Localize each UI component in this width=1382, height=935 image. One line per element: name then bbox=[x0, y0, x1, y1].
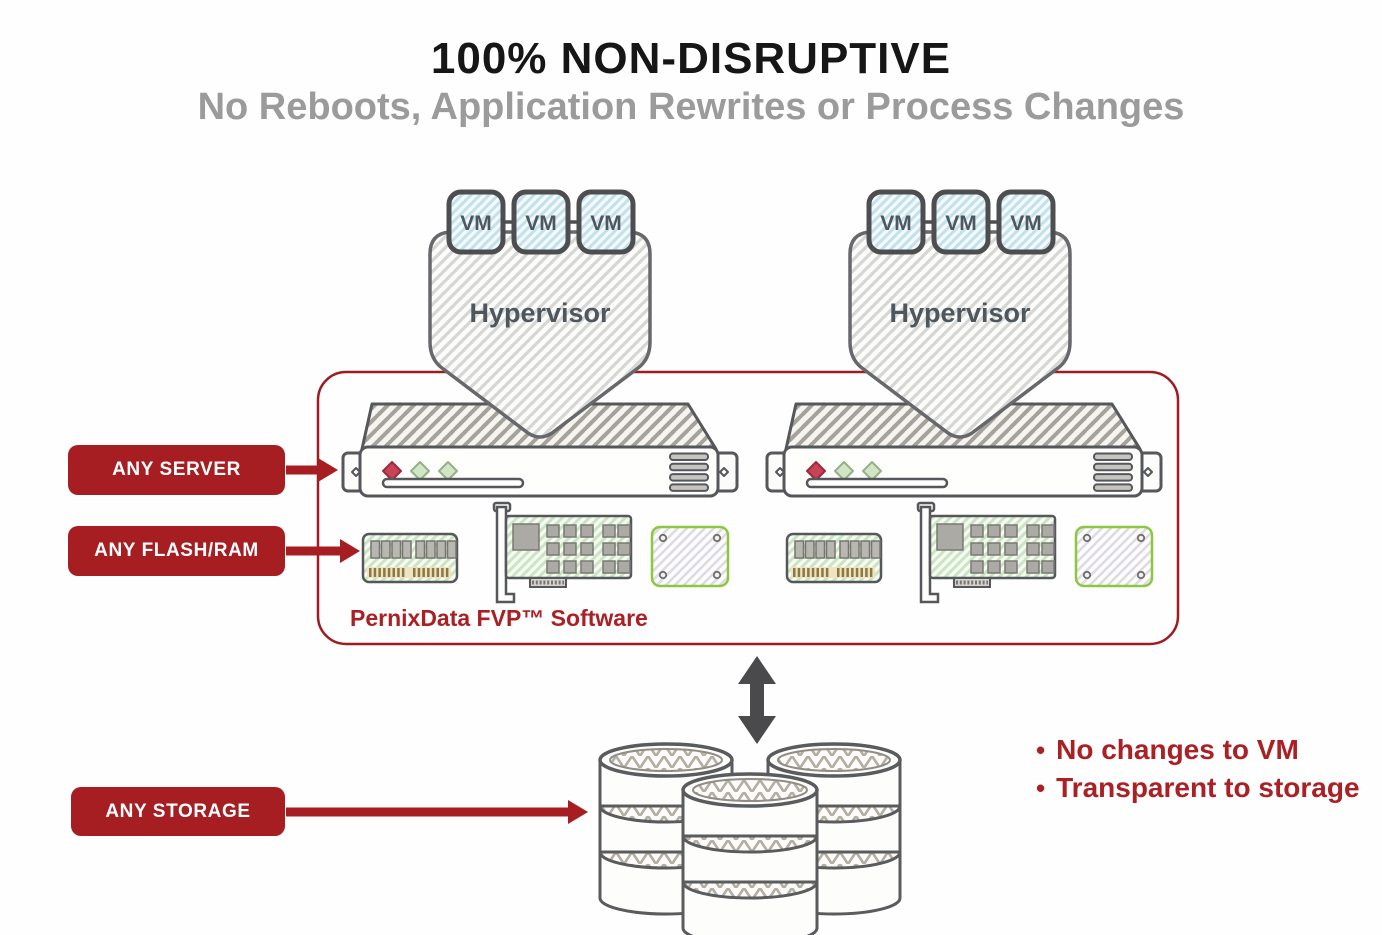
ssd-screw-icon bbox=[712, 570, 722, 580]
card-controller-chip bbox=[512, 523, 540, 551]
card-flash-chips bbox=[546, 524, 631, 574]
ssd-screw-icon bbox=[1136, 570, 1146, 580]
card-flash-chips bbox=[970, 524, 1055, 574]
fvp-cluster-border bbox=[316, 370, 1180, 646]
ear-screw-icon bbox=[719, 467, 729, 477]
ssd-drive bbox=[650, 525, 730, 588]
ram-dimm bbox=[785, 532, 883, 584]
fvp-software-label: PernixData FVP™ Software bbox=[350, 605, 648, 631]
any-server-badge: ANY SERVER bbox=[68, 445, 285, 495]
storage-array bbox=[598, 742, 902, 935]
vm-box bbox=[511, 189, 571, 255]
benefit-text: Transparent to storage bbox=[1056, 772, 1360, 803]
ear-screw-icon bbox=[1143, 467, 1153, 477]
vm-box bbox=[931, 189, 991, 255]
vm-label: VM bbox=[945, 212, 977, 235]
hypervisor-host-1: VM VM VM Hypervisor bbox=[428, 189, 652, 439]
ssd-screw-icon bbox=[712, 533, 722, 543]
any-flash-ram-arrow-icon bbox=[286, 539, 360, 563]
vent-grille-icon bbox=[1093, 452, 1133, 492]
server-2-hardware bbox=[765, 402, 1163, 604]
any-storage-badge: ANY STORAGE bbox=[71, 787, 285, 836]
hypervisor-label: Hypervisor bbox=[469, 298, 611, 328]
ssd-drive bbox=[1074, 525, 1154, 588]
ssd-screw-icon bbox=[658, 533, 668, 543]
bullet-char: • bbox=[1036, 773, 1046, 803]
vm-box bbox=[576, 189, 636, 255]
vm-label: VM bbox=[1010, 212, 1042, 235]
vm-box bbox=[866, 189, 926, 255]
any-flash-ram-badge-label: ANY FLASH/RAM bbox=[94, 540, 259, 561]
bidirectional-arrow-icon bbox=[738, 656, 776, 744]
vm-label: VM bbox=[590, 212, 622, 235]
any-storage-arrow-icon bbox=[286, 800, 588, 824]
vm-box bbox=[996, 189, 1056, 255]
benefit-item: • No changes to VM bbox=[1036, 731, 1360, 769]
any-server-arrow-icon bbox=[286, 458, 338, 482]
hypervisor-shape bbox=[428, 230, 652, 439]
ssd-screw-icon bbox=[658, 570, 668, 580]
hypervisor-label: Hypervisor bbox=[889, 298, 1031, 328]
dimm-pin-strip bbox=[791, 567, 875, 578]
any-storage-badge-label: ANY STORAGE bbox=[105, 800, 251, 822]
vm-label: VM bbox=[880, 212, 912, 235]
vm-label: VM bbox=[460, 212, 492, 235]
ssd-screw-icon bbox=[1082, 570, 1092, 580]
any-flash-ram-badge: ANY FLASH/RAM bbox=[68, 526, 285, 576]
dimm-chips bbox=[370, 540, 457, 559]
drive-slot bbox=[381, 477, 525, 489]
vent-grille-icon bbox=[669, 452, 709, 492]
benefit-text: No changes to VM bbox=[1056, 734, 1299, 765]
benefit-item: • Transparent to storage bbox=[1036, 769, 1360, 807]
pcie-flash-card bbox=[492, 501, 633, 604]
vm-label: VM bbox=[525, 212, 557, 235]
hypervisor-shape bbox=[848, 230, 1072, 439]
dimm-chips bbox=[794, 540, 881, 559]
page-title: 100% NON-DISRUPTIVE bbox=[430, 34, 952, 83]
benefits-list: • No changes to VM • Transparent to stor… bbox=[1036, 731, 1360, 807]
any-server-badge-label: ANY SERVER bbox=[112, 459, 241, 480]
card-controller-chip bbox=[936, 523, 964, 551]
hypervisor-host-2: VM VM VM Hypervisor bbox=[848, 189, 1072, 439]
drive-slot bbox=[805, 477, 949, 489]
ssd-screw-icon bbox=[1082, 533, 1092, 543]
ram-dimm bbox=[361, 532, 459, 584]
bullet-char: • bbox=[1036, 735, 1046, 765]
dimm-pin-strip bbox=[367, 567, 451, 578]
ssd-screw-icon bbox=[1136, 533, 1146, 543]
server-chassis bbox=[765, 402, 1163, 498]
vm-box bbox=[446, 189, 506, 255]
pcie-flash-card bbox=[916, 501, 1057, 604]
storage-cylinder-front bbox=[681, 772, 819, 935]
page-subtitle: No Reboots, Application Rewrites or Proc… bbox=[197, 86, 1185, 128]
server-1-hardware bbox=[341, 402, 739, 604]
